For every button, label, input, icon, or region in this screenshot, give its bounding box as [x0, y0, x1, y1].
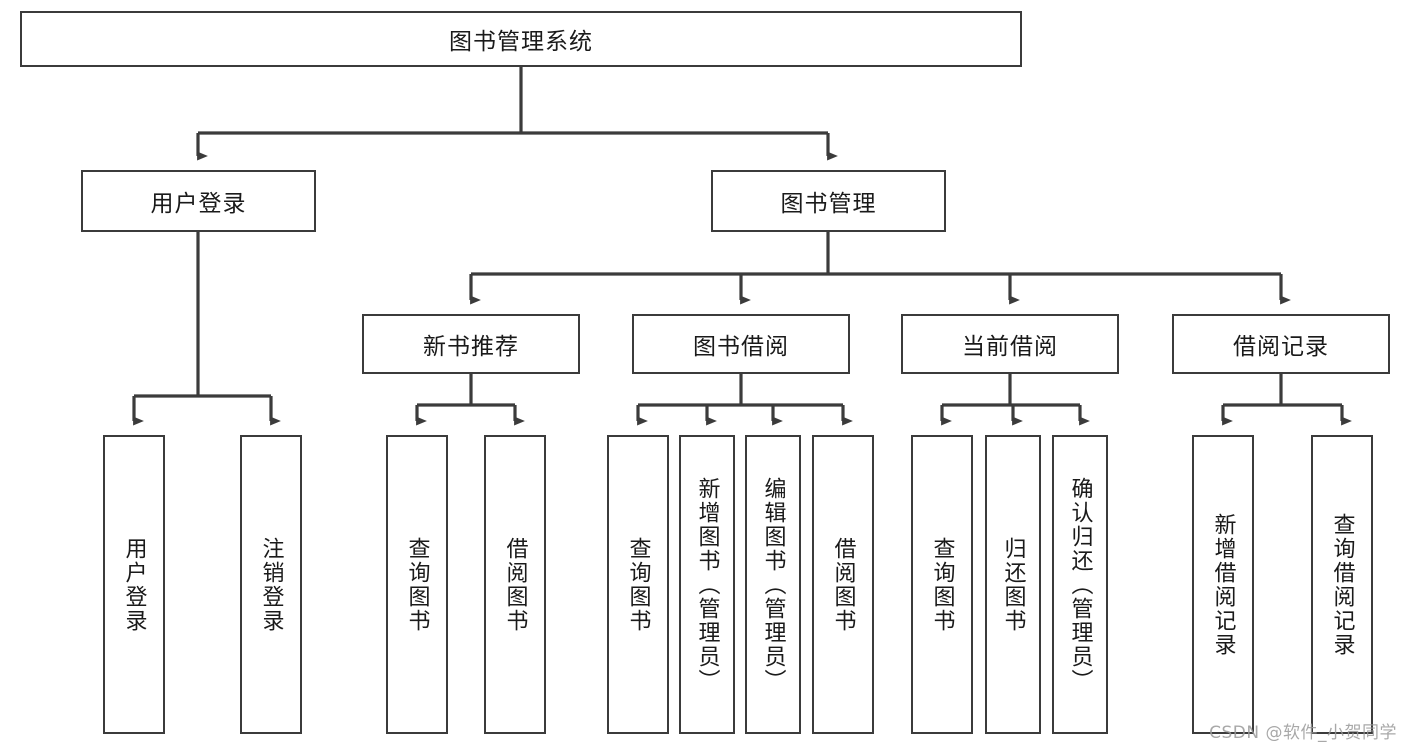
- node-label: 图书管理: [780, 191, 877, 217]
- node-label: 查询图书: [929, 536, 955, 633]
- node-leaf[interactable]: 查询图书: [386, 435, 448, 734]
- node-level3-current-borrow[interactable]: 当前借阅: [901, 314, 1119, 374]
- node-level3-new-book-recommend[interactable]: 新书推荐: [362, 314, 580, 374]
- node-label: 图书管理系统: [449, 29, 593, 55]
- node-label: 编辑图书（管理员）: [760, 476, 786, 693]
- node-label: 借阅图书: [502, 536, 528, 633]
- node-label: 当前借阅: [962, 334, 1058, 360]
- node-leaf[interactable]: 注销登录: [240, 435, 302, 734]
- node-label: 新书推荐: [423, 334, 519, 360]
- node-label: 新增借阅记录: [1210, 512, 1236, 657]
- node-label: 用户登录: [121, 536, 147, 633]
- node-leaf[interactable]: 用户登录: [103, 435, 165, 734]
- node-label: 图书借阅: [693, 334, 789, 360]
- node-leaf[interactable]: 借阅图书: [484, 435, 546, 734]
- node-leaf[interactable]: 编辑图书（管理员）: [745, 435, 801, 734]
- node-leaf[interactable]: 新增图书（管理员）: [679, 435, 735, 734]
- node-label: 查询图书: [404, 536, 430, 633]
- node-leaf[interactable]: 查询图书: [607, 435, 669, 734]
- node-level3-borrow-record[interactable]: 借阅记录: [1172, 314, 1390, 374]
- node-label: 用户登录: [150, 191, 247, 217]
- node-leaf[interactable]: 归还图书: [985, 435, 1041, 734]
- node-leaf[interactable]: 确认归还（管理员）: [1052, 435, 1108, 734]
- node-label: 归还图书: [1000, 536, 1026, 633]
- node-level3-book-borrow[interactable]: 图书借阅: [632, 314, 850, 374]
- watermark-text: CSDN @软件_小贺同学: [1209, 723, 1397, 743]
- node-leaf[interactable]: 查询图书: [911, 435, 973, 734]
- node-label: 借阅图书: [830, 536, 856, 633]
- node-level2-user-login[interactable]: 用户登录: [81, 170, 316, 232]
- node-label: 查询图书: [625, 536, 651, 633]
- node-label: 注销登录: [258, 536, 284, 633]
- node-label: 确认归还（管理员）: [1067, 476, 1093, 693]
- node-label: 查询借阅记录: [1329, 512, 1355, 657]
- node-leaf[interactable]: 查询借阅记录: [1311, 435, 1373, 734]
- node-leaf[interactable]: 新增借阅记录: [1192, 435, 1254, 734]
- node-leaf[interactable]: 借阅图书: [812, 435, 874, 734]
- node-label: 借阅记录: [1233, 334, 1329, 360]
- node-level2-book-management[interactable]: 图书管理: [711, 170, 946, 232]
- node-root[interactable]: 图书管理系统: [20, 11, 1022, 67]
- node-label: 新增图书（管理员）: [694, 476, 720, 693]
